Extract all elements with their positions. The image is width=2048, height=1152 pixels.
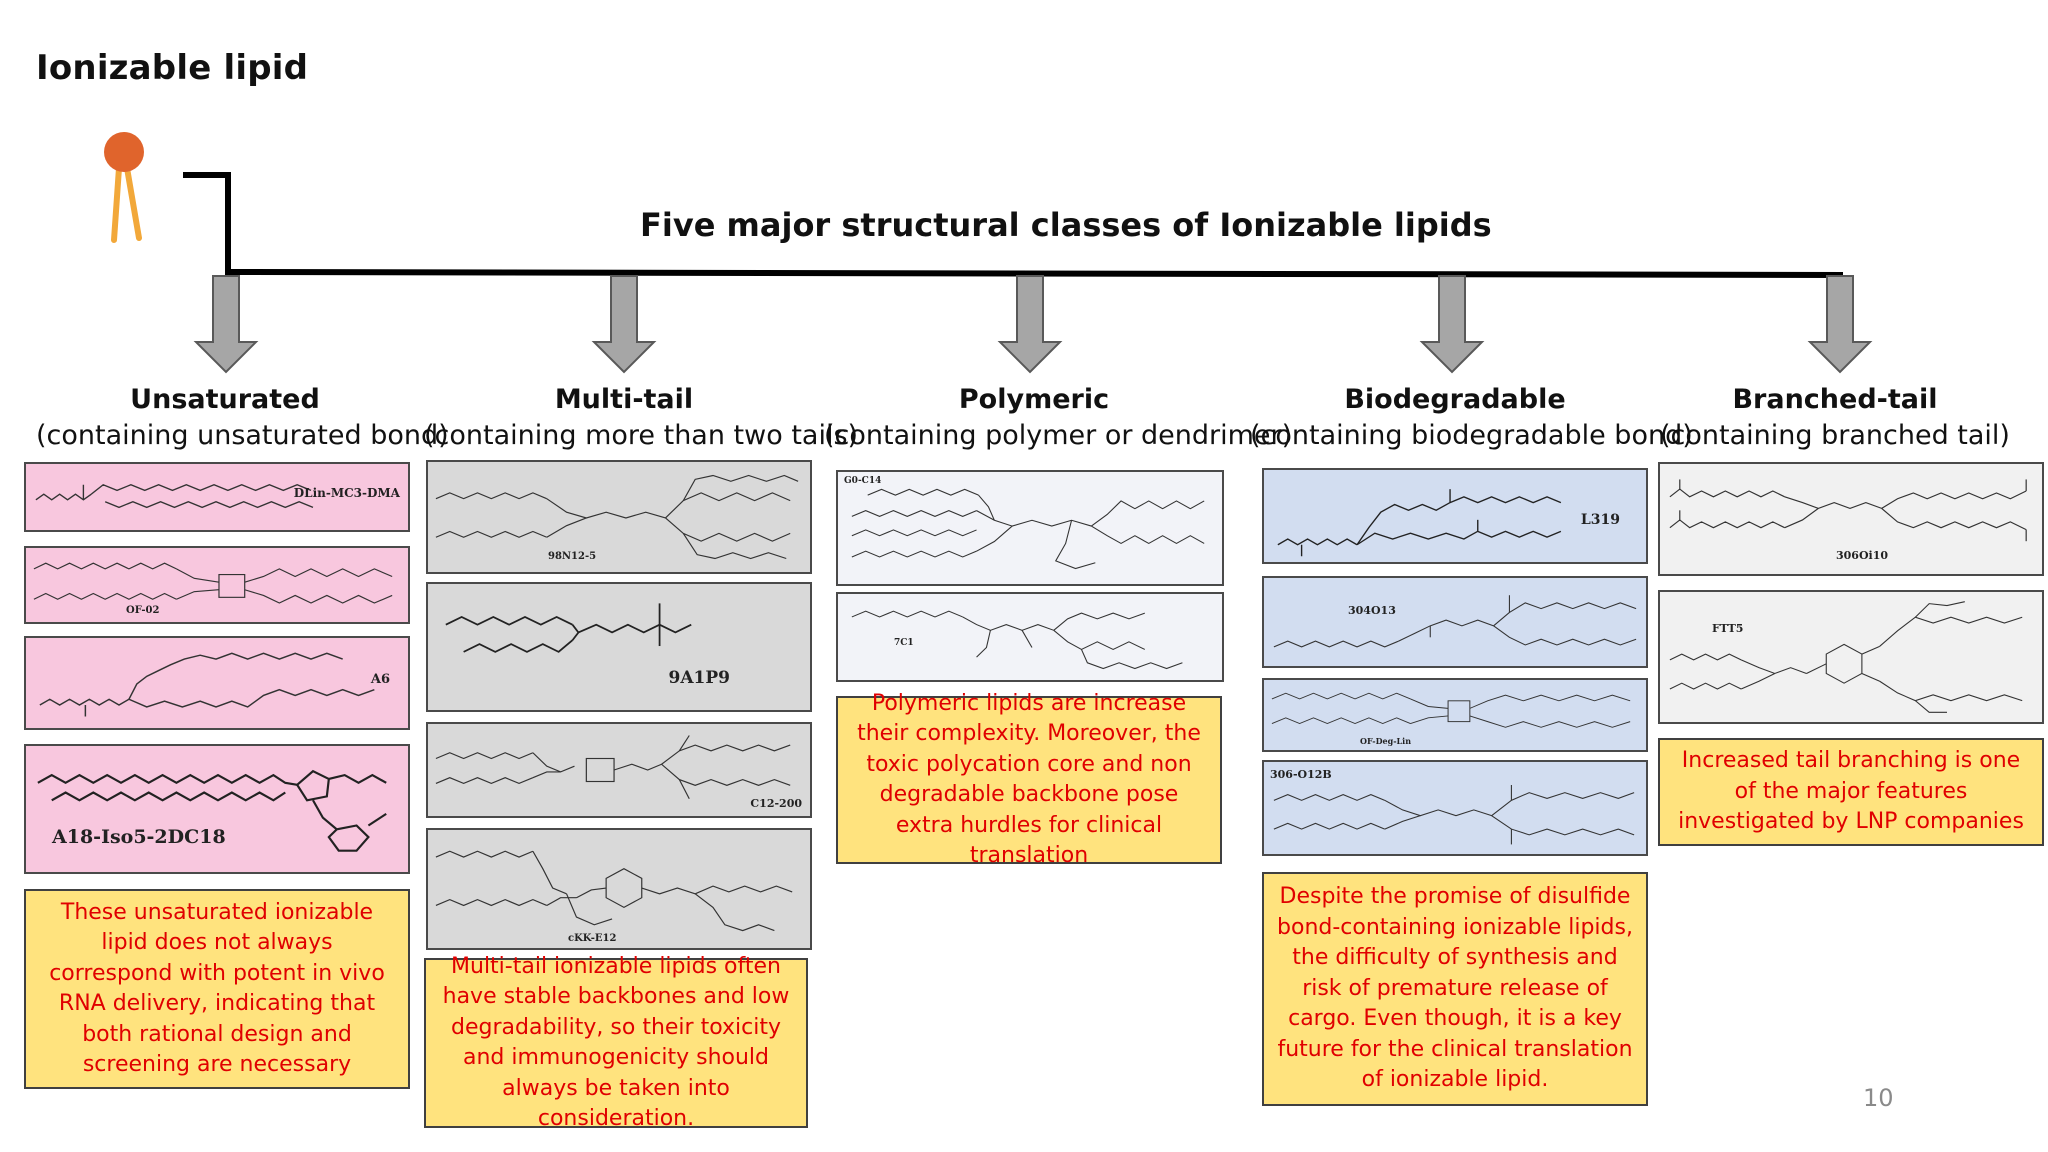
column-subtitle: (containing biodegradable bond) <box>1250 420 1693 451</box>
structure-9a1p9: 9A1P9 <box>426 582 812 712</box>
structure-drawing <box>37 769 387 852</box>
note-multi-tail: Multi-tail ionizable lipids often have s… <box>424 954 808 1131</box>
structure-dlin-mc3-dma: DLin-MC3-DMA <box>24 462 410 532</box>
structure-ckk-e12: cKK-E12 <box>426 828 812 950</box>
structure-label: 9A1P9 <box>668 668 730 688</box>
structure-7c1: 7C1 <box>836 592 1224 682</box>
structure-label: 306-O12B <box>1270 768 1332 781</box>
structure-label: 7C1 <box>894 638 914 648</box>
diagram-title: Five major structural classes of Ionizab… <box>640 206 1492 244</box>
structure-drawing <box>1271 692 1631 728</box>
arrow-multi-tail <box>591 275 657 374</box>
structure-label: A18-Iso5-2DC18 <box>52 826 226 848</box>
column-subtitle: (containing branched tail) <box>1660 420 2010 451</box>
note-unsaturated: These unsaturated ionizable lipid does n… <box>24 889 410 1089</box>
structure-label: DLin-MC3-DMA <box>293 486 400 500</box>
arrow-polymeric <box>997 275 1063 374</box>
structure-c12-200: C12-200 <box>426 722 812 818</box>
structure-label: OF-Deg-Lin <box>1360 736 1412 746</box>
structure-drawing <box>445 603 692 653</box>
slide-title: Ionizable lipid <box>36 48 309 88</box>
structure-drawing <box>435 474 799 560</box>
structure-label: OF-02 <box>126 605 160 616</box>
lipid-icon <box>104 132 144 243</box>
structure-drawing <box>35 483 314 509</box>
note-branched-tail: Increased tail branching is one of the m… <box>1658 738 2044 846</box>
structure-drawing <box>1273 785 1635 845</box>
column-subtitle: (containing unsaturated bond) <box>36 420 449 451</box>
structure-306oi10: 306Oi10 <box>1658 462 2044 576</box>
column-name: Polymeric <box>958 384 1110 415</box>
arrow-biodegradable <box>1419 275 1485 374</box>
structure-drawing <box>1669 601 2023 713</box>
tree-connector <box>183 172 1844 278</box>
column-name: Branched-tail <box>1732 384 1938 415</box>
column-header-branched-tail: Branched-tail (containing branched tail) <box>1660 382 2010 454</box>
column-name: Unsaturated <box>130 384 320 415</box>
column-name: Multi-tail <box>554 384 694 415</box>
structure-label: L319 <box>1580 512 1620 528</box>
structure-label: A6 <box>370 672 390 687</box>
structure-drawing <box>435 735 791 800</box>
structure-drawing <box>851 610 1183 670</box>
column-header-polymeric: Polymeric (containing polymer or dendrim… <box>824 382 1293 454</box>
column-name: Biodegradable <box>1344 384 1566 415</box>
column-subtitle: (containing more than two tails) <box>424 420 859 451</box>
structure-label: 98N12-5 <box>548 551 597 562</box>
structure-g0-c14: G0-C14 <box>836 470 1224 586</box>
column-header-unsaturated: Unsaturated (containing unsaturated bond… <box>36 382 449 454</box>
column-header-biodegradable: Biodegradable (containing biodegradable … <box>1250 382 1693 454</box>
structure-label: 306Oi10 <box>1836 549 1889 562</box>
structure-drawing <box>435 850 793 932</box>
structure-drawing <box>1277 489 1562 557</box>
structure-306-o12b: 306-O12B <box>1262 760 1648 856</box>
structure-drawing <box>1273 595 1637 648</box>
structure-label: G0-C14 <box>844 476 882 486</box>
structure-label: FTT5 <box>1712 622 1744 635</box>
column-subtitle: (containing polymer or dendrimer) <box>824 420 1293 451</box>
page-number: 10 <box>1863 1084 1894 1112</box>
structure-drawing <box>851 488 1205 570</box>
structure-drawing <box>33 562 393 604</box>
arrow-branched-tail <box>1807 275 1873 374</box>
column-header-multi-tail: Multi-tail (containing more than two tai… <box>424 382 859 454</box>
down-arrows <box>193 275 1873 374</box>
structure-label: cKK-E12 <box>568 933 617 944</box>
structure-l319: L319 <box>1262 468 1648 564</box>
structure-a6: A6 <box>24 636 410 730</box>
structure-304o13: 304O13 <box>1262 576 1648 668</box>
note-biodegradable: Despite the promise of disulfide bond-co… <box>1262 872 1648 1106</box>
structure-of-02: OF-02 <box>24 546 410 624</box>
structure-drawing <box>39 652 375 717</box>
arrow-unsaturated <box>193 275 259 374</box>
note-polymeric: Polymeric lipids are increase their comp… <box>836 691 1222 868</box>
structure-drawing <box>1669 479 2027 542</box>
structure-98n12-5: 98N12-5 <box>426 460 812 574</box>
structure-ftt5: FTT5 <box>1658 590 2044 724</box>
structure-of-deg-lin: OF-Deg-Lin <box>1262 678 1648 752</box>
structure-a18-iso5-2dc18: A18-Iso5-2DC18 <box>24 744 410 874</box>
structure-label: C12-200 <box>750 797 802 810</box>
structure-label: 304O13 <box>1348 604 1396 617</box>
